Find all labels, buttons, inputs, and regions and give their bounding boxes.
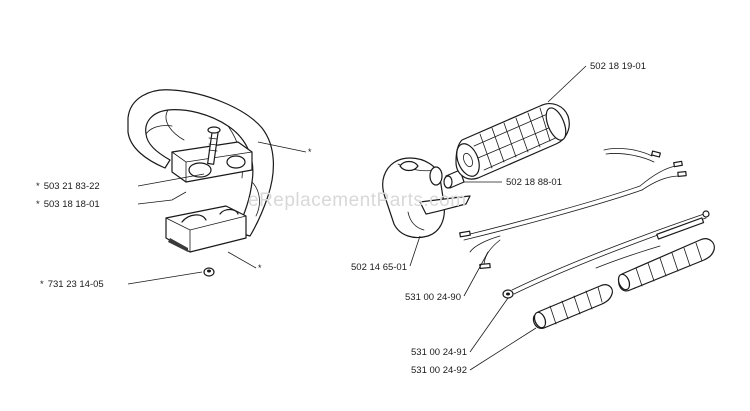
part-labels: *503 21 83-22 *503 18 18-01 *731 23 14-0…	[36, 61, 646, 376]
label-531-00-24-91: 531 00 24-91	[411, 347, 467, 358]
leader-lines	[127, 65, 587, 371]
protective-tube-upper	[617, 238, 715, 292]
throttle-housing	[382, 157, 471, 239]
watermark-text: eReplacementParts.com	[248, 190, 467, 211]
handle-callout-marker: *	[308, 147, 312, 157]
clamp-base-callout-marker: *	[258, 263, 262, 273]
loop-handle	[127, 89, 274, 237]
clamp-screw	[207, 126, 221, 165]
handle-grip	[455, 103, 570, 180]
hex-nut	[203, 267, 215, 277]
label-502-14-65-01: 502 14 65-01	[351, 262, 407, 273]
label-503-18-18-01: *503 18 18-01	[36, 199, 100, 210]
throttle-cable	[502, 210, 710, 299]
label-531-00-24-90: 531 00 24-90	[405, 292, 461, 303]
label-503-21-83-22: *503 21 83-22	[36, 181, 100, 192]
label-531-00-24-92: 531 00 24-92	[411, 365, 467, 376]
label-502-18-19-01: 502 18 19-01	[590, 61, 646, 72]
protective-tube-lower	[532, 284, 613, 329]
lower-clamp	[165, 205, 247, 253]
wire-harness-24-90	[459, 148, 687, 270]
label-502-18-88-01: 502 18 88-01	[506, 177, 562, 188]
label-731-23-14-05: *731 23 14-05	[40, 279, 104, 290]
